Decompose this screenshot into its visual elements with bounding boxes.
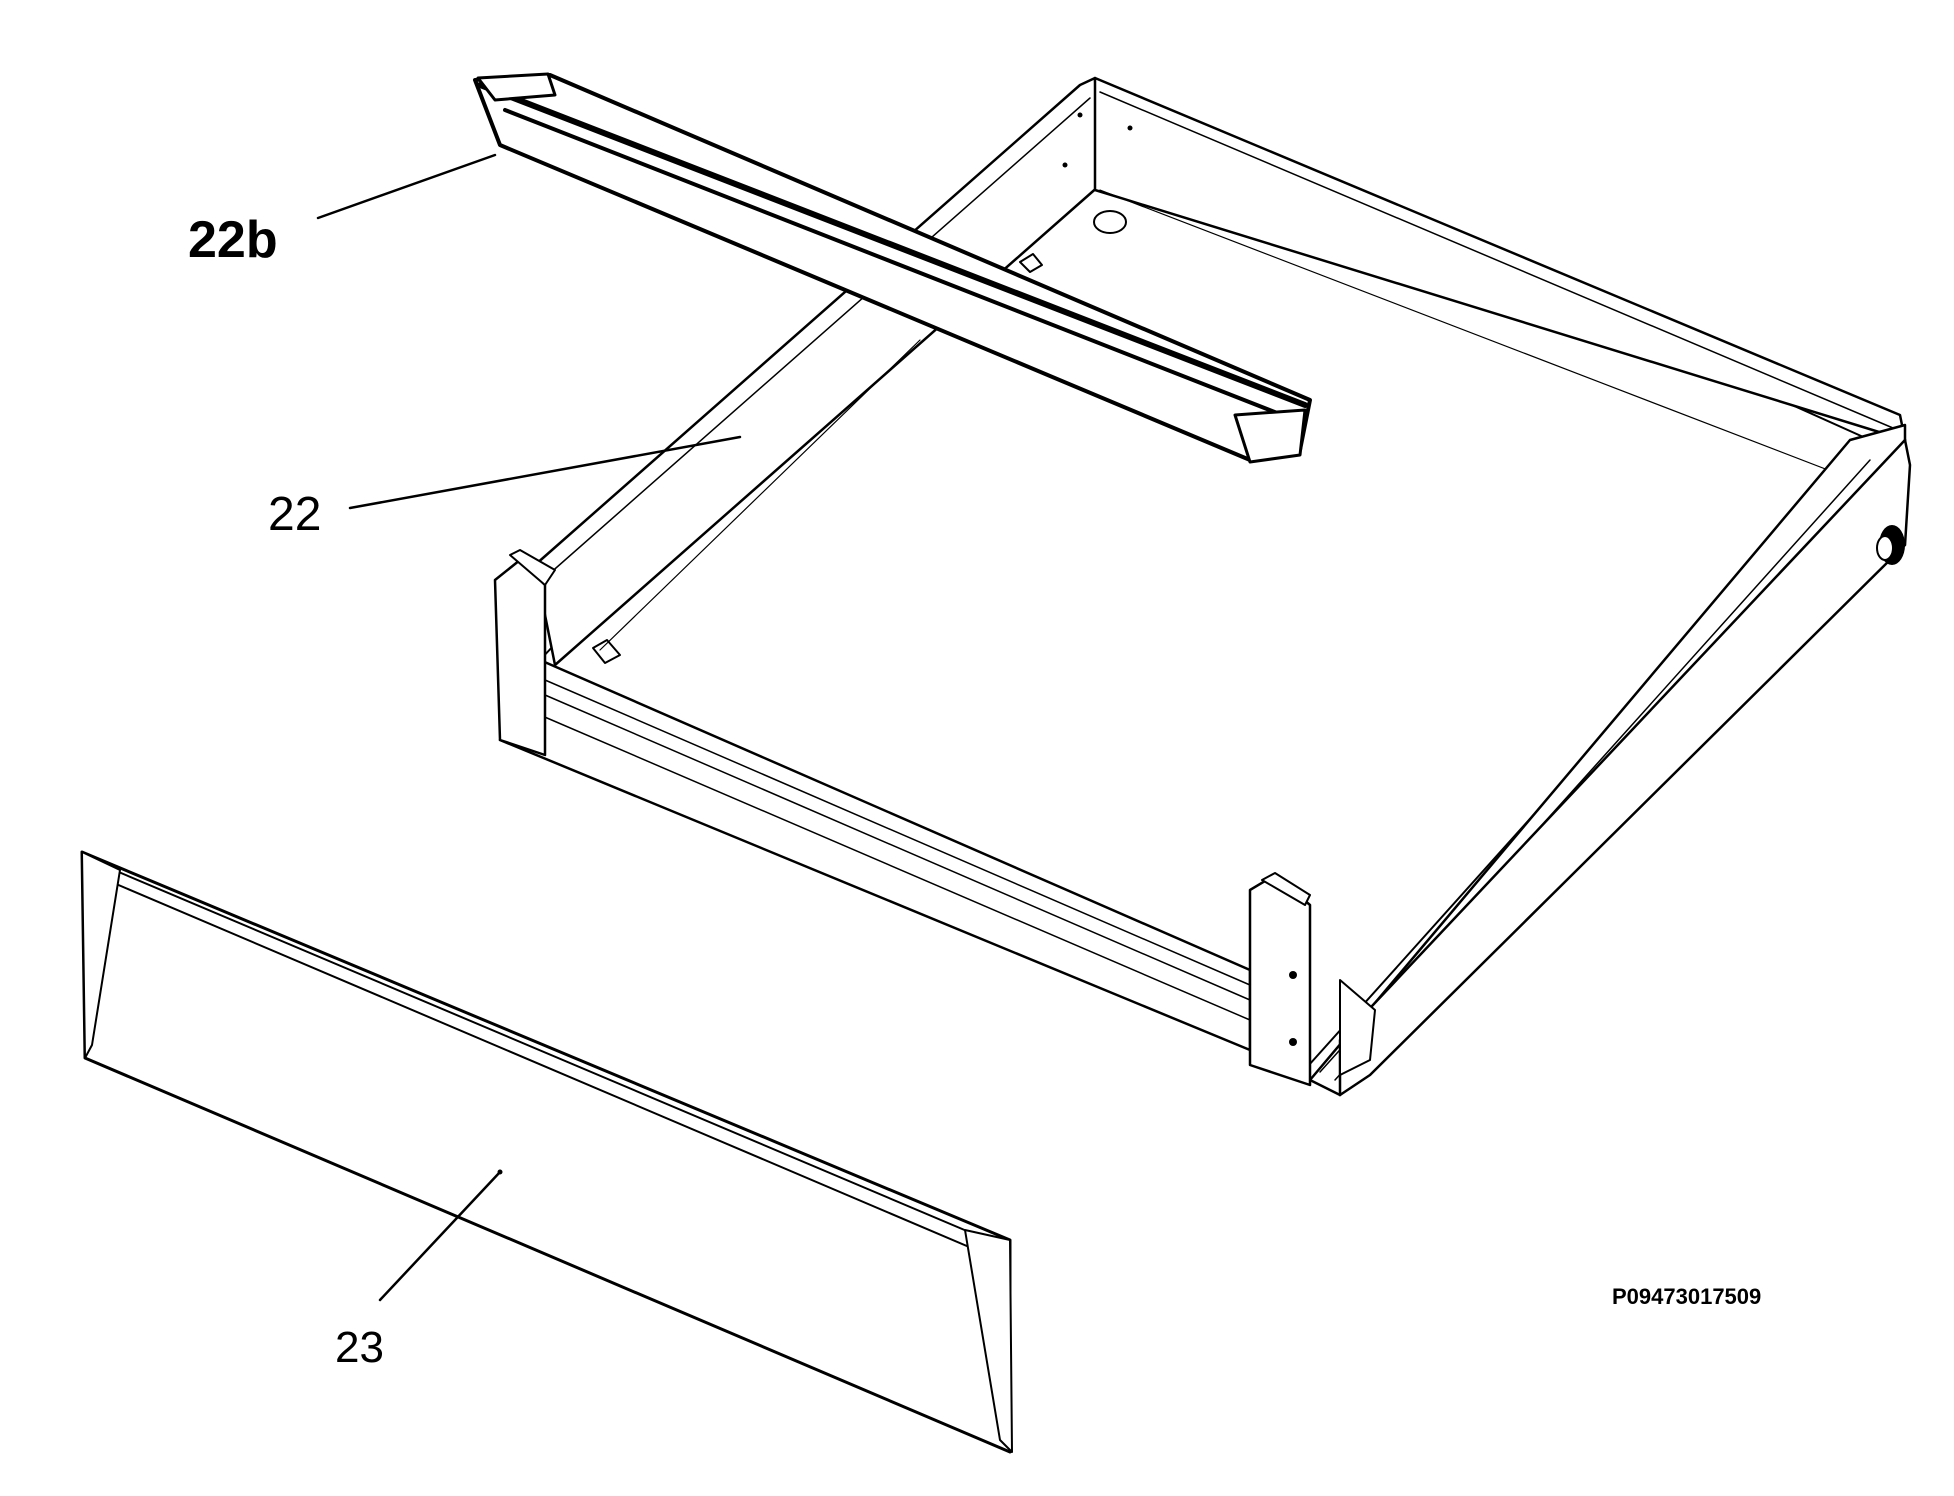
callout-22b: 22b	[188, 211, 278, 269]
tray-right-bracket-tab	[1261, 872, 1311, 906]
handle-start-cap	[476, 72, 557, 102]
tray-back-left-edge	[547, 97, 1091, 576]
handle-top-rail	[477, 82, 1308, 408]
tray-floor-back-line	[1099, 189, 1881, 491]
tray-corner-hinge	[1339, 979, 1376, 1076]
tray-floor-slot-back	[1019, 253, 1043, 273]
leader-line-23	[378, 1170, 502, 1302]
tray-floor-diagonal	[599, 339, 921, 651]
drawing-number: P09473017509	[1612, 1284, 1761, 1309]
tray-floor-slot-left	[592, 639, 621, 664]
front-panel-part-23	[80, 850, 1013, 1454]
front-panel-top-edge-2	[94, 874, 996, 1259]
front-panel-left-end	[81, 851, 121, 1059]
tray-front-rail-line-2	[544, 694, 1251, 1001]
tray-front-rail-line-1	[544, 679, 1251, 986]
bracket-rivet-bottom	[1289, 1038, 1297, 1046]
tray-back-right-edge	[1099, 91, 1894, 429]
front-panel-right-end	[964, 1229, 1013, 1453]
tray-right-bracket	[1248, 873, 1312, 1087]
back-hole-3	[1062, 162, 1068, 168]
leader-line-22b	[316, 153, 497, 220]
callout-23: 23	[335, 1323, 384, 1372]
back-hole-1	[1077, 112, 1083, 118]
tray-floor-hole	[1093, 210, 1127, 234]
front-panel-top-edge-1	[94, 861, 1001, 1246]
tray-left-bracket	[493, 558, 547, 757]
bracket-rivet-top	[1289, 971, 1297, 979]
tray-side-knob-inner	[1876, 535, 1894, 561]
callout-22: 22	[268, 488, 321, 541]
handle-inner-rail	[503, 108, 1297, 422]
tray-front-rail-line-3	[539, 714, 1251, 1021]
leader-line-22	[348, 435, 742, 510]
tray-left-bracket-tab	[509, 549, 556, 586]
back-hole-2	[1127, 125, 1133, 131]
handle-part-22b	[473, 72, 1312, 464]
handle-bottom-rail	[498, 143, 1252, 462]
handle-end-cap	[1233, 408, 1307, 464]
front-panel-face	[80, 850, 1012, 1454]
tray-part-22	[493, 76, 1912, 1097]
